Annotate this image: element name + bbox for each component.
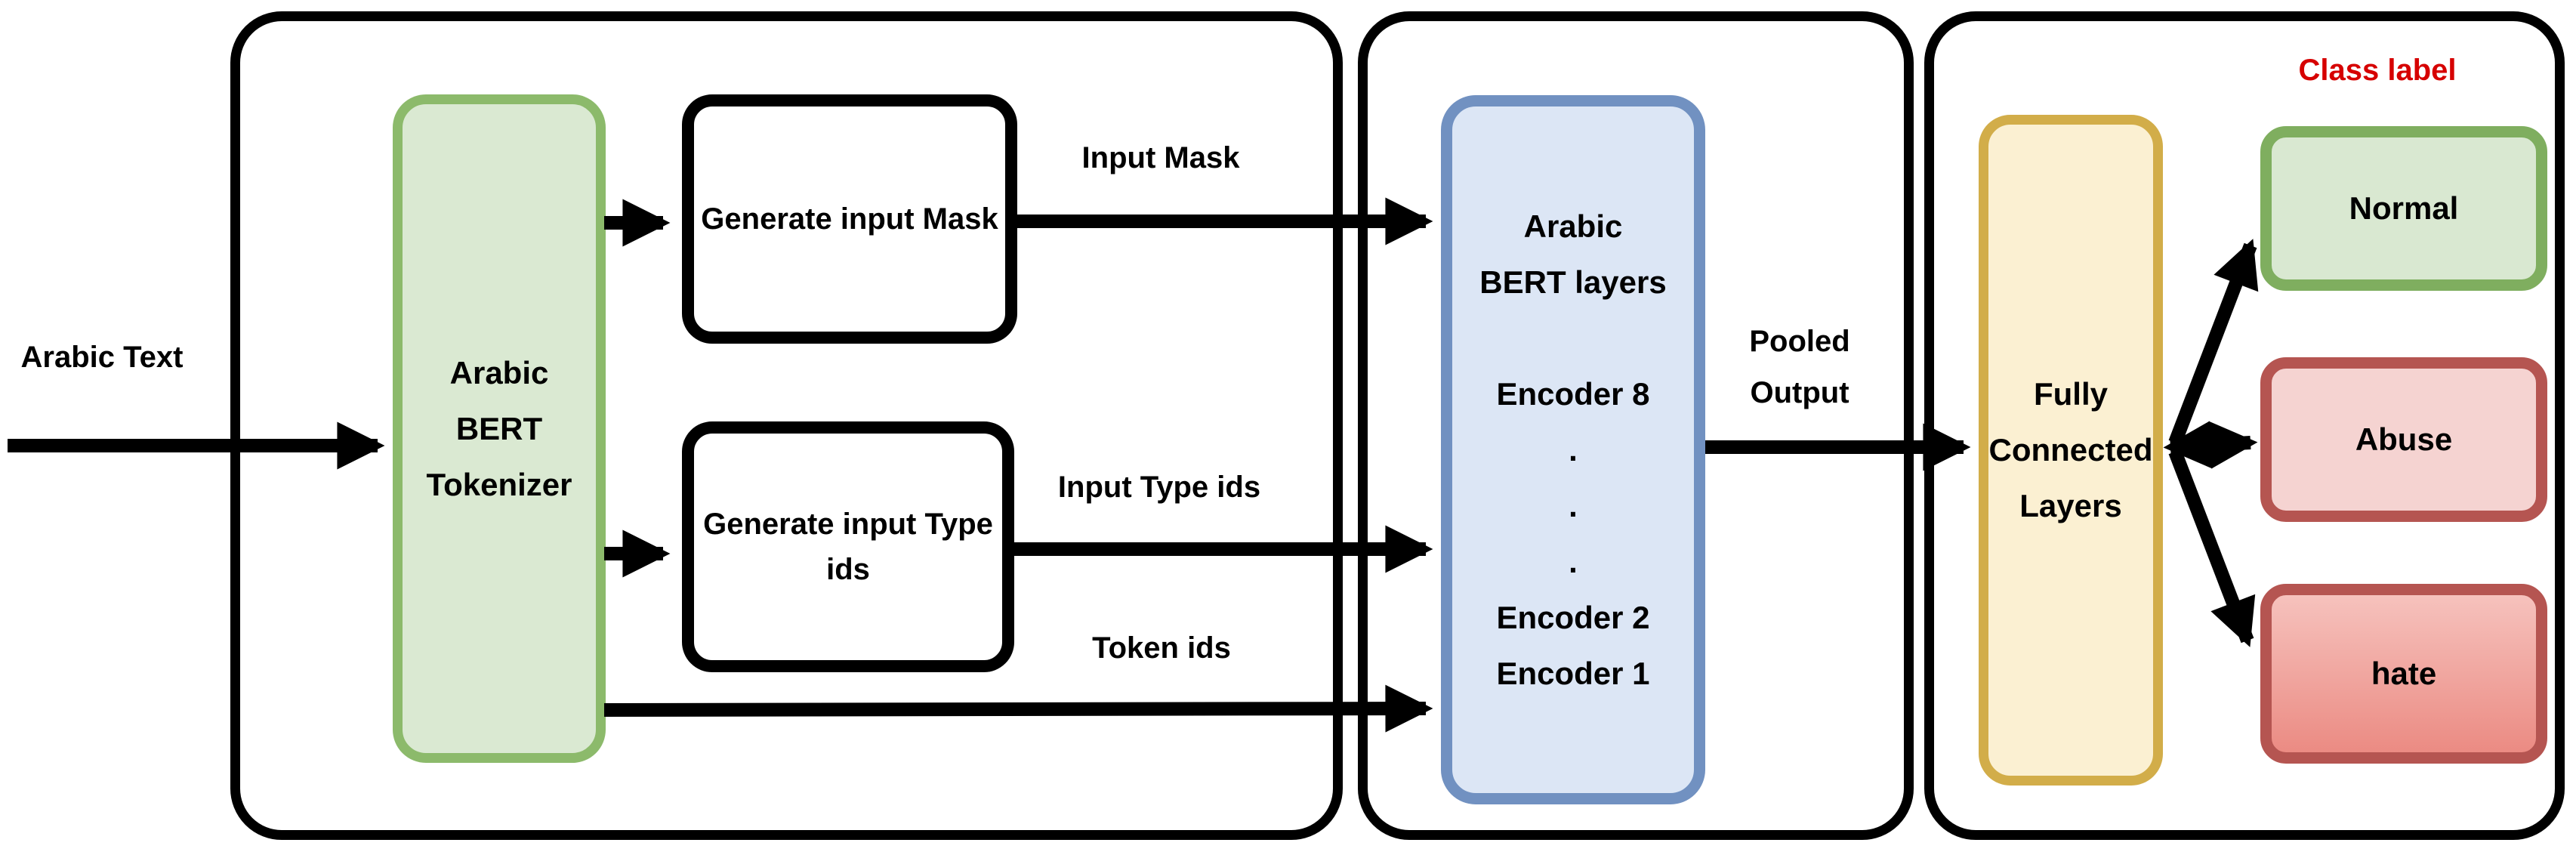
arabic-bert-layers-box: Arabic BERT layers Encoder 8 . . . Encod…	[1441, 95, 1705, 804]
generate-input-mask-label: Generate input Mask	[701, 202, 998, 236]
input-type-ids-label: Input Type ids	[1057, 471, 1261, 504]
arabic-text-label: Arabic Text	[20, 341, 184, 374]
fully-connected-layers-label: Fully Connected Layers	[1988, 376, 2153, 523]
arabic-bert-layers-label: Arabic BERT layers Encoder 8 . . . Encod…	[1479, 208, 1667, 691]
fully-connected-layers-box: Fully Connected Layers	[1979, 115, 2163, 786]
input-mask-label: Input Mask	[1081, 141, 1240, 174]
class-hate-label: hate	[2371, 656, 2437, 691]
classification-stage-container	[1924, 11, 2565, 840]
arabic-bert-tokenizer-box: Arabic BERT Tokenizer	[393, 94, 606, 763]
generate-input-mask-box: Generate input Mask	[682, 94, 1017, 344]
token-ids-label: Token ids	[1092, 631, 1231, 665]
token-ids-arrow	[603, 684, 1433, 733]
pooled-output-label: Pooled Output	[1749, 325, 1850, 409]
generate-input-type-ids-label: Generate input Type ids	[703, 508, 993, 586]
class-normal-label: Normal	[2349, 190, 2459, 226]
class-label-title: Class label	[2298, 54, 2457, 87]
fc-to-abuse-arrow	[2163, 421, 2258, 469]
class-box-normal: Normal	[2260, 126, 2547, 291]
class-box-hate: hate	[2260, 584, 2547, 764]
fc-to-normal-arrow	[2168, 239, 2259, 446]
arabic-bert-tokenizer-label: Arabic BERT Tokenizer	[426, 354, 572, 502]
class-abuse-label: Abuse	[2355, 421, 2453, 457]
class-box-abuse: Abuse	[2260, 357, 2547, 522]
generate-input-type-ids-box: Generate input Type ids	[682, 421, 1014, 672]
fc-to-hate-arrow	[2168, 449, 2256, 647]
